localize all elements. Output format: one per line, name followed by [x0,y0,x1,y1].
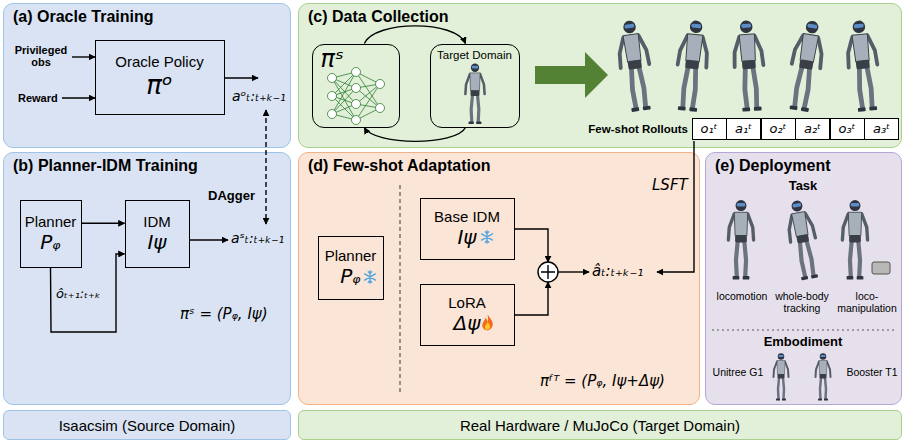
sequence-cell: a₁ᵗ [726,118,761,140]
policy-formula: πˢ = (Pᵩ, Iψ) [180,305,268,323]
task-label: loco-manipulation [834,290,900,314]
panel-heading: (c) Data Collection [308,8,448,26]
panel-heading: (b) Planner-IDM Training [13,157,198,175]
token-text: o₃ᵗ [839,121,856,136]
math-symbol: Iψ [147,230,166,254]
token-text: o₂ᵗ [770,121,787,136]
box-title: LoRA [448,294,486,311]
action-label: aᵒₜ:ₜ₊ₖ₋₁ [232,88,286,104]
box-title: Planner [325,247,377,264]
box-title: Planner [25,213,77,230]
policy-formula: πᶠᵀ = (Pᵩ, Iψ+Δψ) [540,372,665,390]
sequence-cell: a₂ᵗ [795,118,830,140]
process-box: IDMIψ [125,200,190,268]
edge-label: ôₜ₊₁:ₜ₊ₖ [56,286,100,301]
panel-heading: (a) Oracle Training [13,8,153,26]
math-symbol: Δψ [454,311,481,335]
domain-band: Isaacsim (Source Domain) [3,410,291,440]
box-title: IDM [143,213,171,230]
process-box: PlannerPᵩ [318,236,384,300]
token-text: a₁ᵗ [735,121,752,136]
math-symbol: πᵒ [146,70,172,101]
band-text: Isaacsim (Source Domain) [59,417,236,434]
task-label: locomotion [710,290,774,302]
sequence-cell: o₃ᵗ [830,118,865,140]
input-label: Reward [18,92,58,104]
sequence-cell: o₂ᵗ [761,118,796,140]
process-box: Base IDMIψ [420,198,515,260]
sequence-cell: a₃ᵗ [864,118,899,140]
process-box: PlannerPᵩ [20,200,82,268]
method-label: DAgger [208,188,255,203]
box-title: Target Domain [431,49,519,61]
action-label: aˢₜ:ₜ₊ₖ₋₁ [231,230,284,246]
math-symbol: Pᵩ [40,230,60,254]
math-symbol: Iψ [457,225,476,249]
math-symbol: πˢ [321,45,344,73]
panel-region: (a) Oracle TrainingOracle Policyπᵒ [3,3,291,148]
policy-box: πˢ [312,44,400,128]
math-symbol: Pᵩ [340,264,360,288]
box-title: Oracle Policy [115,53,203,70]
embodiment-label: Unitree G1 [712,366,764,378]
environment-box: Target Domain [430,44,520,128]
process-box: Oracle Policyπᵒ [95,40,225,115]
section-label: Embodiment [753,334,853,349]
sequence-cell: o₁ᵗ [692,118,727,140]
task-label: whole-body tracking [771,290,833,314]
loss-label: LSFT [652,176,688,194]
domain-band: Real Hardware / MuJoCo (Target Domain) [298,410,902,440]
section-label: Task [773,178,833,193]
box-title: Base IDM [434,208,500,225]
input-label: Privileged obs [10,44,72,68]
token-text: a₃ᵗ [873,121,890,136]
process-box: LoRAΔψ [420,284,515,346]
token-text: a₂ᵗ [804,121,821,136]
band-text: Real Hardware / MuJoCo (Target Domain) [460,417,740,434]
token-text: o₁ᵗ [701,121,718,136]
panel-heading: (e) Deployment [715,157,831,175]
panel-heading: (d) Few-shot Adaptation [308,157,491,175]
embodiment-label: Booster T1 [846,366,898,378]
data-label: Few-shot Rollouts [578,123,688,135]
action-label: âₜ:ₜ₊ₖ₋₁ [592,262,643,280]
